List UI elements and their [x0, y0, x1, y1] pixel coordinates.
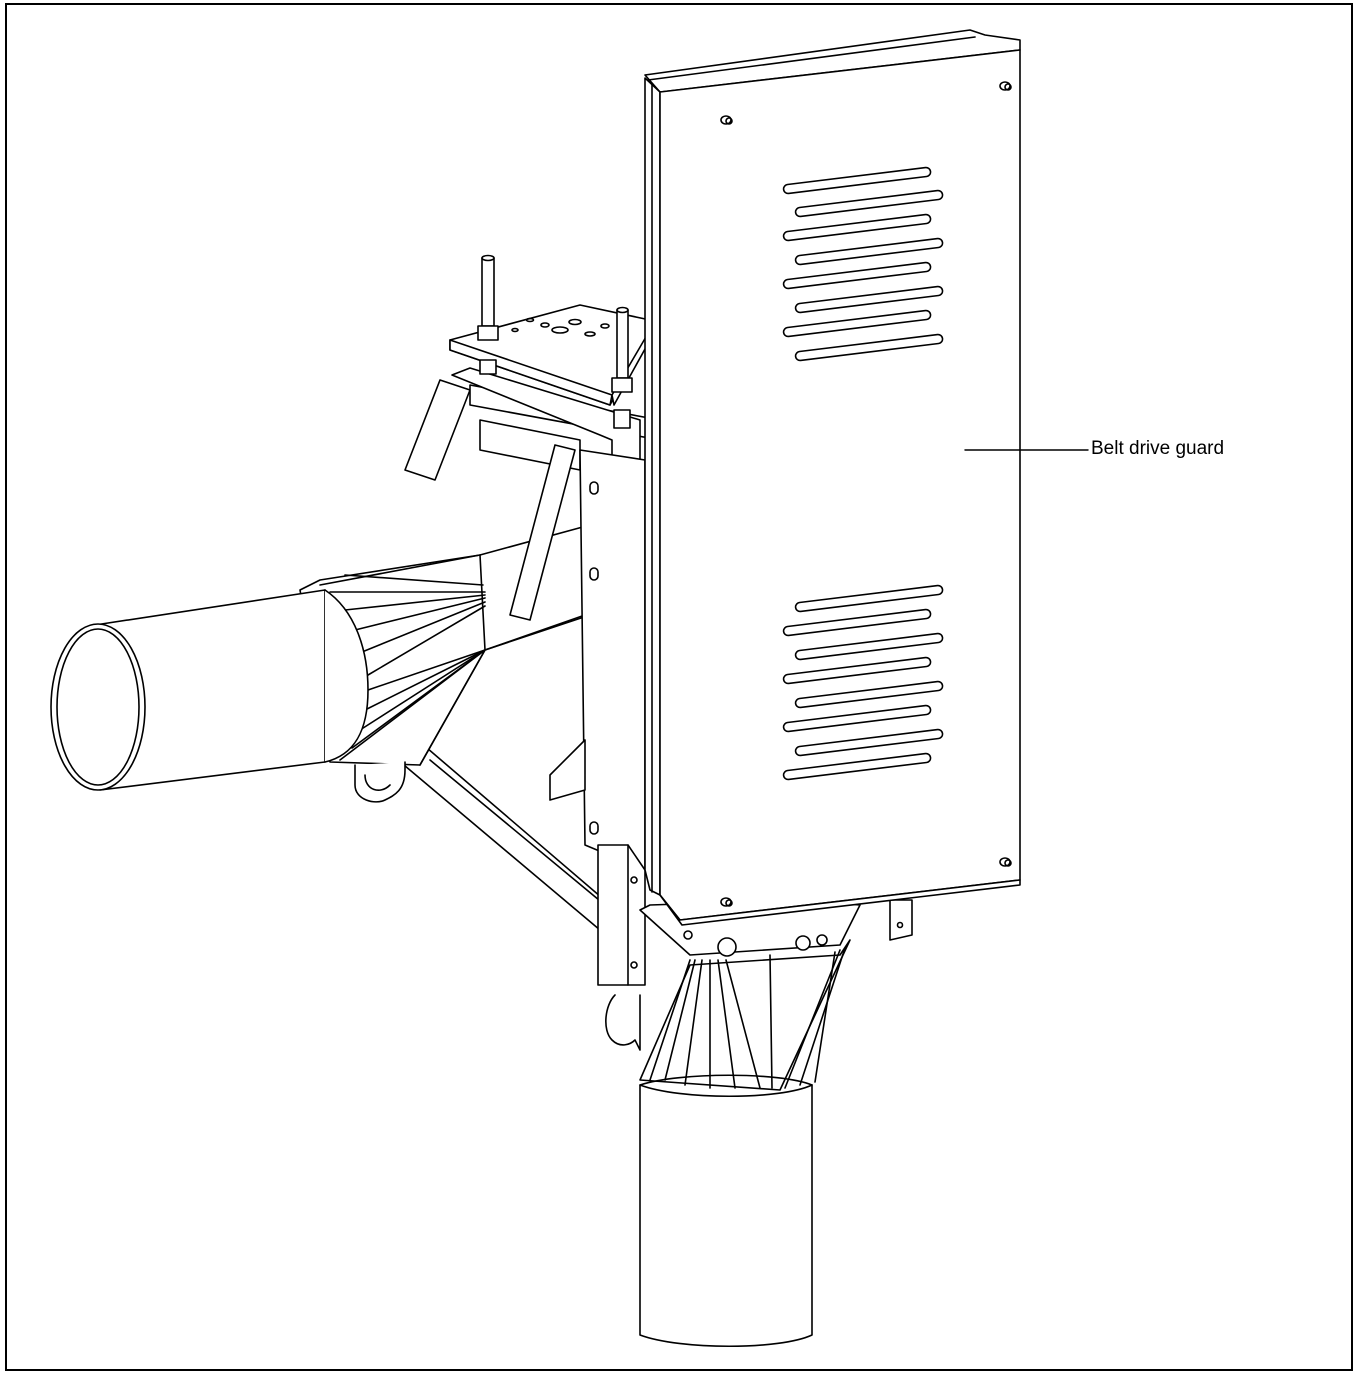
outlet-transition: [639, 899, 913, 1091]
outlet-pipe: [639, 1074, 813, 1348]
inlet-pipe: [50, 589, 369, 791]
upper-vent-slots: [782, 166, 944, 362]
lifting-lug-bottom: [605, 994, 641, 1051]
lower-vent-slots: [782, 584, 944, 781]
figure-frame: [5, 3, 1353, 1371]
fan-housing: [509, 444, 646, 986]
mounting-plate: [449, 254, 651, 461]
screw-heads: [720, 81, 1012, 907]
lifting-lug-left: [354, 761, 406, 803]
belt-drive-guard: [644, 29, 1021, 926]
callout-label-belt-drive-guard: Belt drive guard: [1091, 438, 1225, 459]
